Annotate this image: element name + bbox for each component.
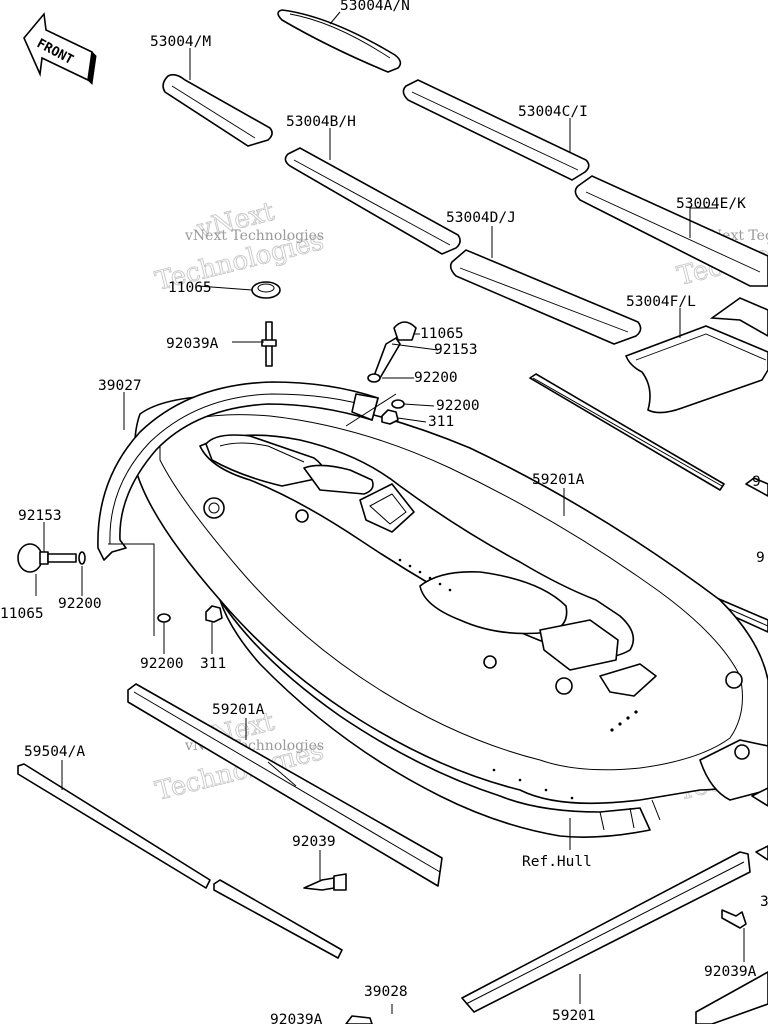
rivet-dots — [398, 558, 638, 800]
mat-pad-53004A-N — [277, 9, 402, 73]
label-92200: 92200 — [414, 370, 458, 386]
rail-59201 — [461, 851, 751, 1013]
label-11065: 11065 — [168, 280, 212, 296]
label-53004EK: 53004E/K — [676, 196, 746, 212]
fastener-group-bottom — [157, 605, 223, 623]
label-311: 311 — [428, 414, 454, 430]
rail-right-small — [745, 477, 768, 497]
label-11065: 11065 — [420, 326, 464, 342]
label-92200: 92200 — [58, 596, 102, 612]
front-direction-badge: FRONT — [23, 12, 97, 86]
bumper-39027 — [97, 381, 379, 561]
rail-right-bottom — [695, 971, 768, 1024]
rail-59201A-left — [127, 683, 443, 887]
mat-pad-53004C-I — [402, 79, 590, 181]
label-92153: 92153 — [434, 342, 478, 358]
fastener-group-left — [17, 543, 86, 573]
label-11065: 11065 — [0, 606, 44, 622]
washer-92200-icon — [78, 551, 86, 565]
nut-311-icon — [205, 605, 223, 623]
rivet-92039A-right — [721, 909, 747, 929]
hull-deck — [133, 394, 768, 838]
leader-lines — [35, 11, 745, 1014]
label-39027: 39027 — [98, 378, 142, 394]
label-92039: 92039 — [292, 834, 336, 850]
mat-pad-53004F-L — [624, 297, 768, 414]
label-59201A: 59201A — [532, 472, 585, 488]
washer-92200-icon — [157, 613, 171, 623]
rivet-92039 — [303, 873, 347, 891]
label-92039A: 92039A — [704, 964, 757, 980]
fastener-group-top — [251, 281, 417, 425]
watermark-small-text: vNext Technologies — [184, 228, 324, 244]
label-59201: 59201 — [552, 1008, 596, 1024]
label-92153: 92153 — [18, 508, 62, 524]
label-cut-right: 9 — [756, 550, 765, 566]
screw-92153-icon — [47, 553, 77, 563]
washer-92200-icon — [391, 399, 405, 409]
label-53004DJ: 53004D/J — [446, 210, 516, 226]
rail-59504-A — [17, 763, 343, 959]
washer-92200-icon — [367, 373, 381, 383]
label-53004AN: 53004A/N — [340, 0, 410, 14]
label-92039A: 92039A — [166, 336, 219, 352]
mat-pad-53004M — [162, 73, 273, 147]
cap-11065-icon — [17, 543, 43, 573]
label-53004CI: 53004C/I — [518, 104, 588, 120]
cap-11065-icon — [393, 321, 417, 341]
label-cut-right: 3 — [760, 894, 768, 910]
label-59201A: 59201A — [212, 702, 265, 718]
screw-92153-icon — [373, 337, 401, 379]
label-53004BH: 53004B/H — [286, 114, 356, 130]
label-cut-right: 9 — [752, 474, 761, 490]
mat-pad-53004B-H — [284, 147, 461, 255]
right-rail-upper — [529, 373, 725, 491]
label-59504A: 59504/A — [24, 744, 85, 760]
mat-pad-53004E-K — [574, 175, 768, 287]
label-92039A: 92039A — [270, 1012, 323, 1024]
label-53004M: 53004/M — [150, 34, 211, 50]
label-39028: 39028 — [364, 984, 408, 1000]
label-311: 311 — [200, 656, 226, 672]
part-39028 — [345, 1015, 373, 1024]
label-ref-hull: Ref.Hull — [522, 854, 592, 870]
label-92200: 92200 — [436, 398, 480, 414]
label-92200: 92200 — [140, 656, 184, 672]
mat-pad-53004D-J — [449, 249, 642, 345]
nut-311-icon — [381, 409, 399, 425]
right-edge-partial — [751, 787, 768, 861]
label-53004FL: 53004F/L — [626, 294, 696, 310]
